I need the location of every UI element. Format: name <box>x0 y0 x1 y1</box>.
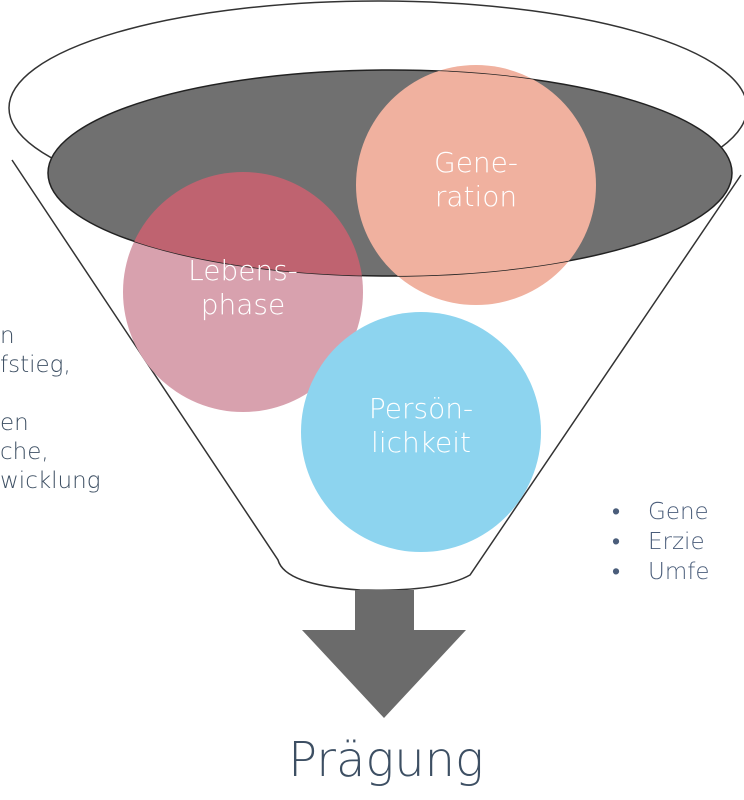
bullet-icon: • <box>612 559 621 585</box>
list-item-label: Erzie <box>648 529 705 555</box>
left-description-text: n fstieg, en che, wicklung <box>0 322 101 496</box>
lebensphase-circle-top <box>123 172 363 276</box>
list-item: • Gene <box>612 497 710 527</box>
list-item-label: Umfe <box>648 559 710 585</box>
persoenlichkeit-label-line1: Persön- <box>368 392 474 425</box>
list-item: • Umfe <box>612 557 710 587</box>
left-text-line: n <box>0 323 15 349</box>
lebensphase-label: Lebens- phase <box>143 254 343 322</box>
bullet-icon: • <box>612 529 621 555</box>
down-arrow-icon <box>302 590 466 718</box>
list-item: • Erzie <box>612 527 710 557</box>
left-text-line: che, <box>0 439 49 465</box>
list-item-label: Gene <box>648 499 709 525</box>
lebensphase-label-line2: phase <box>200 288 286 321</box>
left-text-gap <box>0 380 101 409</box>
right-bullet-list: • Gene • Erzie • Umfe <box>612 497 710 587</box>
left-text-line: fstieg, <box>0 352 71 378</box>
generation-label: Gene- ration <box>376 146 576 214</box>
generation-label-line2: ration <box>434 180 518 213</box>
bullet-icon: • <box>612 499 621 525</box>
persoenlichkeit-label-line2: lichkeit <box>371 426 471 459</box>
left-text-line: wicklung <box>0 468 101 494</box>
generation-label-line1: Gene- <box>434 146 518 179</box>
output-label: Prägung <box>288 732 484 788</box>
persoenlichkeit-circle <box>301 312 541 552</box>
lebensphase-label-line1: Lebens- <box>188 254 298 287</box>
persoenlichkeit-label: Persön- lichkeit <box>321 392 521 460</box>
generation-circle-top <box>356 70 596 276</box>
left-text-line: en <box>0 410 29 436</box>
